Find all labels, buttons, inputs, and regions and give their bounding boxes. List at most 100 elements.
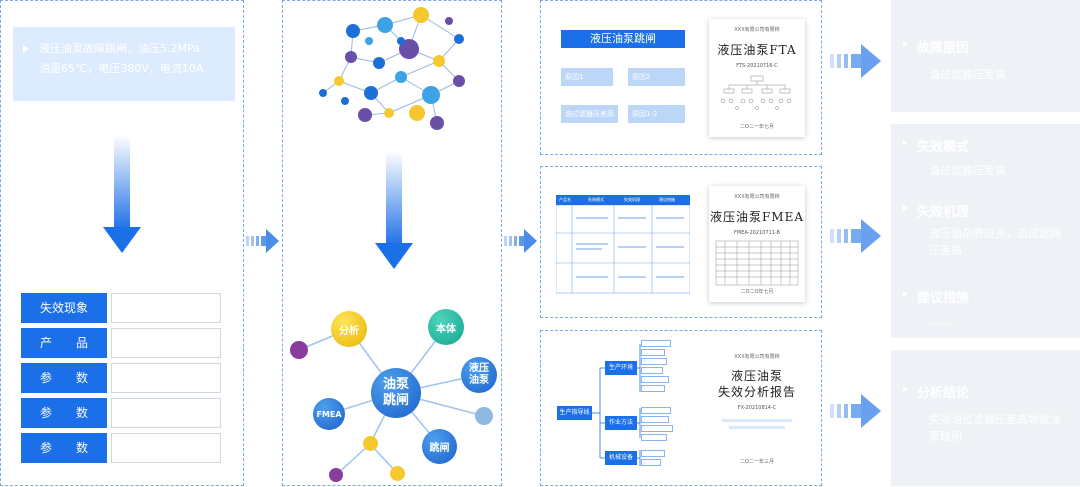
knowledge-graph-panel: 油泵跳闸 分析 本体 液压油泵 FMEA 跳闸	[282, 0, 502, 486]
field-row-param-1: 参 数	[21, 363, 221, 393]
field-label: 产 品	[21, 328, 107, 358]
report-branch-node[interactable]: 机械设备	[605, 451, 637, 465]
field-row-param-3: 参 数	[21, 433, 221, 463]
field-label: 参 数	[21, 433, 107, 463]
result-mode-head: 失效模式	[903, 136, 970, 155]
chevron-right-arrow-icon	[830, 219, 881, 253]
graph-node-label: FMEA	[316, 409, 342, 419]
report-leaf	[641, 416, 669, 423]
bullet-icon	[903, 205, 908, 211]
field-label: 参 数	[21, 398, 107, 428]
graph-dot	[475, 407, 493, 425]
down-arrow-icon	[375, 151, 413, 269]
field-value-input[interactable]	[111, 363, 221, 393]
graph-center-node[interactable]: 油泵跳闸	[371, 368, 421, 418]
result-mech-head: 失效机理	[903, 201, 970, 220]
graph-center-label: 油泵跳闸	[382, 377, 409, 408]
fta-doc-shadow	[541, 1, 542, 2]
report-leaf	[641, 407, 671, 414]
report-document[interactable]: XXX有限公司有限称 液压油泵 失效分析报告 FX-20210814-C 二O二…	[709, 346, 805, 472]
graph-dot	[329, 468, 343, 482]
doc-title-line2: 失效分析报告	[717, 385, 796, 399]
chevron-right-arrow-icon	[830, 394, 881, 428]
fmea-col-header: 产品名	[559, 197, 571, 202]
doc-org: XXX有限公司有限称	[734, 27, 780, 33]
report-leaf	[641, 434, 667, 441]
doc-line	[729, 426, 785, 429]
result-conclusion-text: 失效油过滤器压差高导致油泵跳闸	[929, 413, 1061, 443]
input-panel: 液压油泵故障跳闸，油压5.2MPa 油温65℃，电压380V，电流10A 失效现…	[0, 0, 244, 486]
report-leaf	[641, 450, 665, 457]
fta-cause-2[interactable]: 原因2	[628, 68, 685, 86]
fta-cause-4[interactable]: 原因1-2	[628, 105, 685, 123]
report-leaf	[641, 385, 665, 392]
report-leaf	[641, 367, 663, 374]
field-label: 失效现象	[21, 293, 107, 323]
result-advice-head: 建议措施	[903, 287, 970, 306]
doc-line	[722, 419, 792, 422]
field-row-phenomenon: 失效现象	[21, 293, 221, 323]
doc-date: 二O二O年七月	[740, 289, 774, 295]
graph-node-body[interactable]: 本体	[428, 309, 464, 345]
report-leaf	[641, 358, 667, 365]
doc-title: 液压油泵FTA	[717, 43, 797, 57]
graph-node-pump[interactable]: 液压油泵	[461, 357, 497, 393]
report-branch-node[interactable]: 作业方法	[605, 416, 637, 430]
field-value-input[interactable]	[111, 293, 221, 323]
fta-tree-thumbnail	[720, 75, 792, 110]
fta-cause-3[interactable]: 油过滤器压差高	[561, 105, 618, 123]
fta-title: 液压油泵跳闸	[561, 30, 685, 48]
report-branch-node[interactable]: 生产环境	[605, 361, 637, 375]
graph-node-label: 本体	[436, 323, 456, 335]
fmea-table-grid	[556, 205, 690, 294]
doc-title: 液压油泵FMEA	[709, 210, 805, 224]
graph-node-fmea[interactable]: FMEA	[313, 398, 345, 430]
field-label: 参 数	[21, 363, 107, 393]
fmea-document[interactable]: XXX有限公司有限称 液压油泵FMEA FMEA-20210711-B 二O二O…	[709, 186, 805, 302]
down-arrow-icon	[103, 135, 141, 253]
graph-dot	[290, 341, 308, 359]
result-cause-text: 油过滤器压差高	[929, 68, 1006, 81]
fta-cause-1[interactable]: 原因1	[561, 68, 613, 86]
report-leaf	[641, 425, 673, 432]
graph-node-label: 分析	[339, 325, 359, 337]
field-value-input[interactable]	[111, 398, 221, 428]
graph-node-analysis[interactable]: 分析	[331, 311, 367, 347]
bullet-icon	[23, 45, 29, 53]
field-row-product: 产 品	[21, 328, 221, 358]
result-cause-head: 故障原因	[903, 37, 969, 56]
fault-info-line1: 液压油泵故障跳闸，油压5.2MPa	[39, 42, 200, 55]
fmea-col-header: 失效机理	[624, 197, 640, 202]
report-leaf	[641, 349, 665, 356]
chevron-right-arrow-icon	[504, 229, 537, 253]
result-heading: 失效模式	[917, 140, 970, 155]
field-row-param-2: 参 数	[21, 398, 221, 428]
doc-code: FMEA-20210711-B	[734, 230, 780, 236]
field-value-input[interactable]	[111, 328, 221, 358]
result-heading: 失效机理	[917, 205, 970, 220]
result-mech-text: 液压油杂质过多，造成滤网压差高	[929, 227, 1061, 257]
result-mode-text: 油过滤器压差高	[929, 164, 1006, 177]
result-mode-panel: 失效模式 油过滤器压差高 失效机理 液压油杂质过多，造成滤网压差高 建议措施 ……	[891, 124, 1080, 338]
bullet-icon	[903, 291, 908, 297]
doc-org: XXX有限公司有限称	[734, 354, 780, 360]
doc-date: 二O二一年三月	[740, 459, 774, 465]
molecule-network-icon	[319, 7, 465, 130]
doc-title-line1: 液压油泵	[730, 369, 783, 383]
doc-org: XXX有限公司有限称	[734, 194, 780, 200]
fault-info-line2: 油温65℃，电压380V，电流10A	[39, 62, 204, 75]
doc-date: 二O二一年七月	[740, 124, 774, 130]
result-cause-panel: 故障原因 油过滤器压差高	[891, 0, 1080, 112]
fmea-col-header: 失效模式	[588, 197, 604, 202]
graph-node-trip[interactable]: 跳闸	[422, 429, 457, 464]
fta-document[interactable]: XXX有限公司有限称 液压油泵FTA FTS-20210716-C 二O二一年七…	[709, 19, 805, 137]
result-conclusion-panel: 分析结论 失效油过滤器压差高导致油泵跳闸	[891, 350, 1080, 486]
report-leaf	[641, 340, 671, 347]
field-value-input[interactable]	[111, 433, 221, 463]
graph-dot	[390, 466, 405, 481]
chevron-right-arrow-icon	[246, 229, 279, 253]
report-root-node[interactable]: 生产指导线	[557, 406, 592, 420]
bullet-icon	[903, 140, 908, 146]
result-heading: 建议措施	[917, 291, 970, 306]
doc-code: FX-20210814-C	[737, 405, 777, 411]
